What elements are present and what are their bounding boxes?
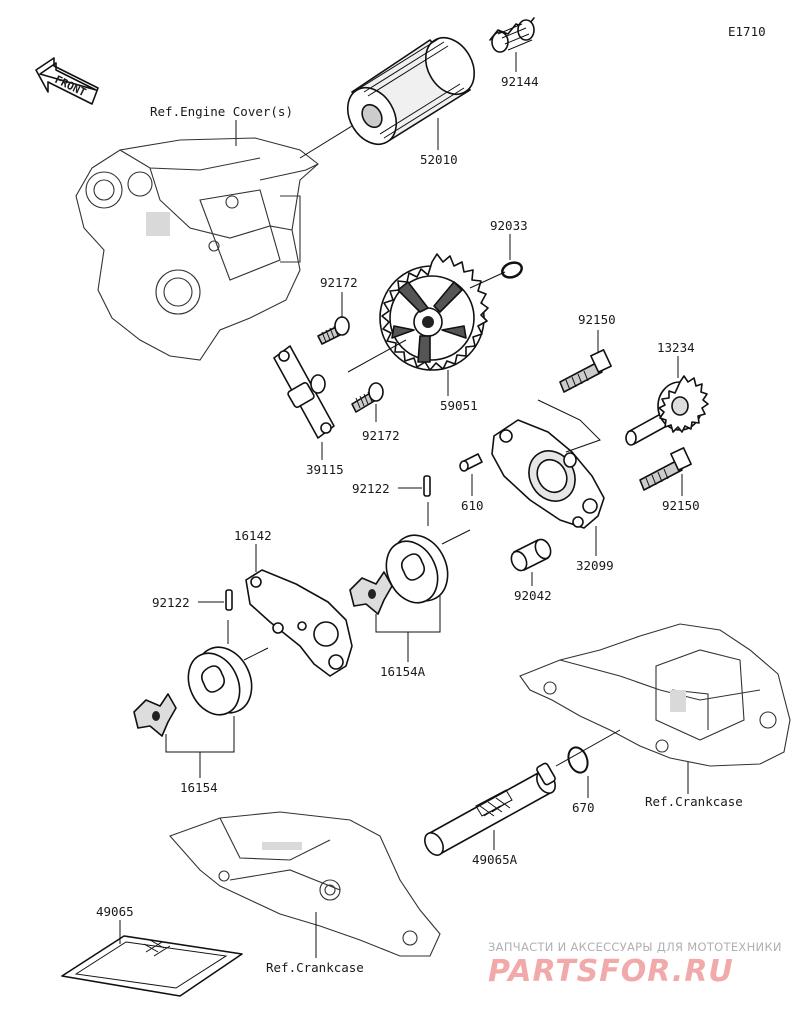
label-52010: 52010	[420, 152, 458, 167]
crankcase-right-outline	[519, 623, 791, 767]
label-92150-bottom: 92150	[662, 498, 700, 513]
label-13234: 13234	[657, 340, 695, 355]
label-670: 670	[572, 800, 595, 815]
crankcase-bottom-outline	[169, 811, 441, 957]
rotor-inner-top	[349, 571, 393, 615]
pin-92122-bottom	[225, 589, 233, 611]
watermark-tagline: ЗАПЧАСТИ И АКСЕССУАРЫ ДЛЯ МОТОТЕХНИКИ	[488, 940, 782, 954]
label-32099: 32099	[576, 558, 614, 573]
label-16142: 16142	[234, 528, 272, 543]
rotor-inner-bottom	[133, 693, 177, 737]
bolt-92150-top	[559, 349, 612, 393]
strainer-49065A	[424, 762, 556, 856]
label-92033: 92033	[490, 218, 528, 233]
label-16154: 16154	[180, 780, 218, 795]
oil-filter-52010	[346, 36, 476, 146]
engine-cover-outline	[75, 137, 319, 361]
screw-92172-bottom	[351, 382, 384, 413]
ref-crankcase-right: Ref.Crankcase	[645, 794, 743, 809]
label-92172-top: 92172	[320, 275, 358, 290]
ref-crankcase-bottom: Ref.Crankcase	[266, 960, 364, 975]
diagram-code: E1710	[728, 24, 766, 39]
label-16154A: 16154A	[380, 664, 426, 679]
label-59051: 59051	[440, 398, 478, 413]
front-arrow-icon: FRONT	[35, 57, 99, 105]
screen-49065	[61, 935, 243, 997]
pump-body-32099	[491, 419, 605, 529]
label-92144: 92144	[501, 74, 539, 89]
gear-59051	[379, 253, 489, 371]
label-92172-bottom: 92172	[362, 428, 400, 443]
screw-92172-top	[317, 316, 350, 345]
pin-610	[459, 453, 483, 472]
label-49065A: 49065A	[472, 852, 518, 867]
circlip-92033	[501, 261, 523, 279]
label-610: 610	[461, 498, 484, 513]
plate-39115	[273, 345, 335, 439]
label-39115: 39115	[306, 462, 344, 477]
o-ring-670	[567, 746, 589, 774]
ref-engine-cover: Ref.Engine Cover(s)	[150, 104, 293, 119]
rotor-outer-bottom	[187, 646, 253, 716]
plate-16142	[245, 569, 353, 677]
spring-92144	[489, 17, 535, 53]
shaft-gear-13234	[625, 375, 709, 446]
bolt-92150-bottom	[639, 447, 692, 491]
label-92150-top: 92150	[578, 312, 616, 327]
label-92122-bottom: 92122	[152, 595, 190, 610]
rotor-outer-top	[385, 534, 449, 604]
bushing-92042	[510, 538, 552, 572]
label-92042: 92042	[514, 588, 552, 603]
label-49065: 49065	[96, 904, 134, 919]
pin-92122-top	[423, 475, 431, 497]
watermark-logo: PARTSFOR.RU	[488, 954, 734, 989]
label-92122-top: 92122	[352, 481, 390, 496]
